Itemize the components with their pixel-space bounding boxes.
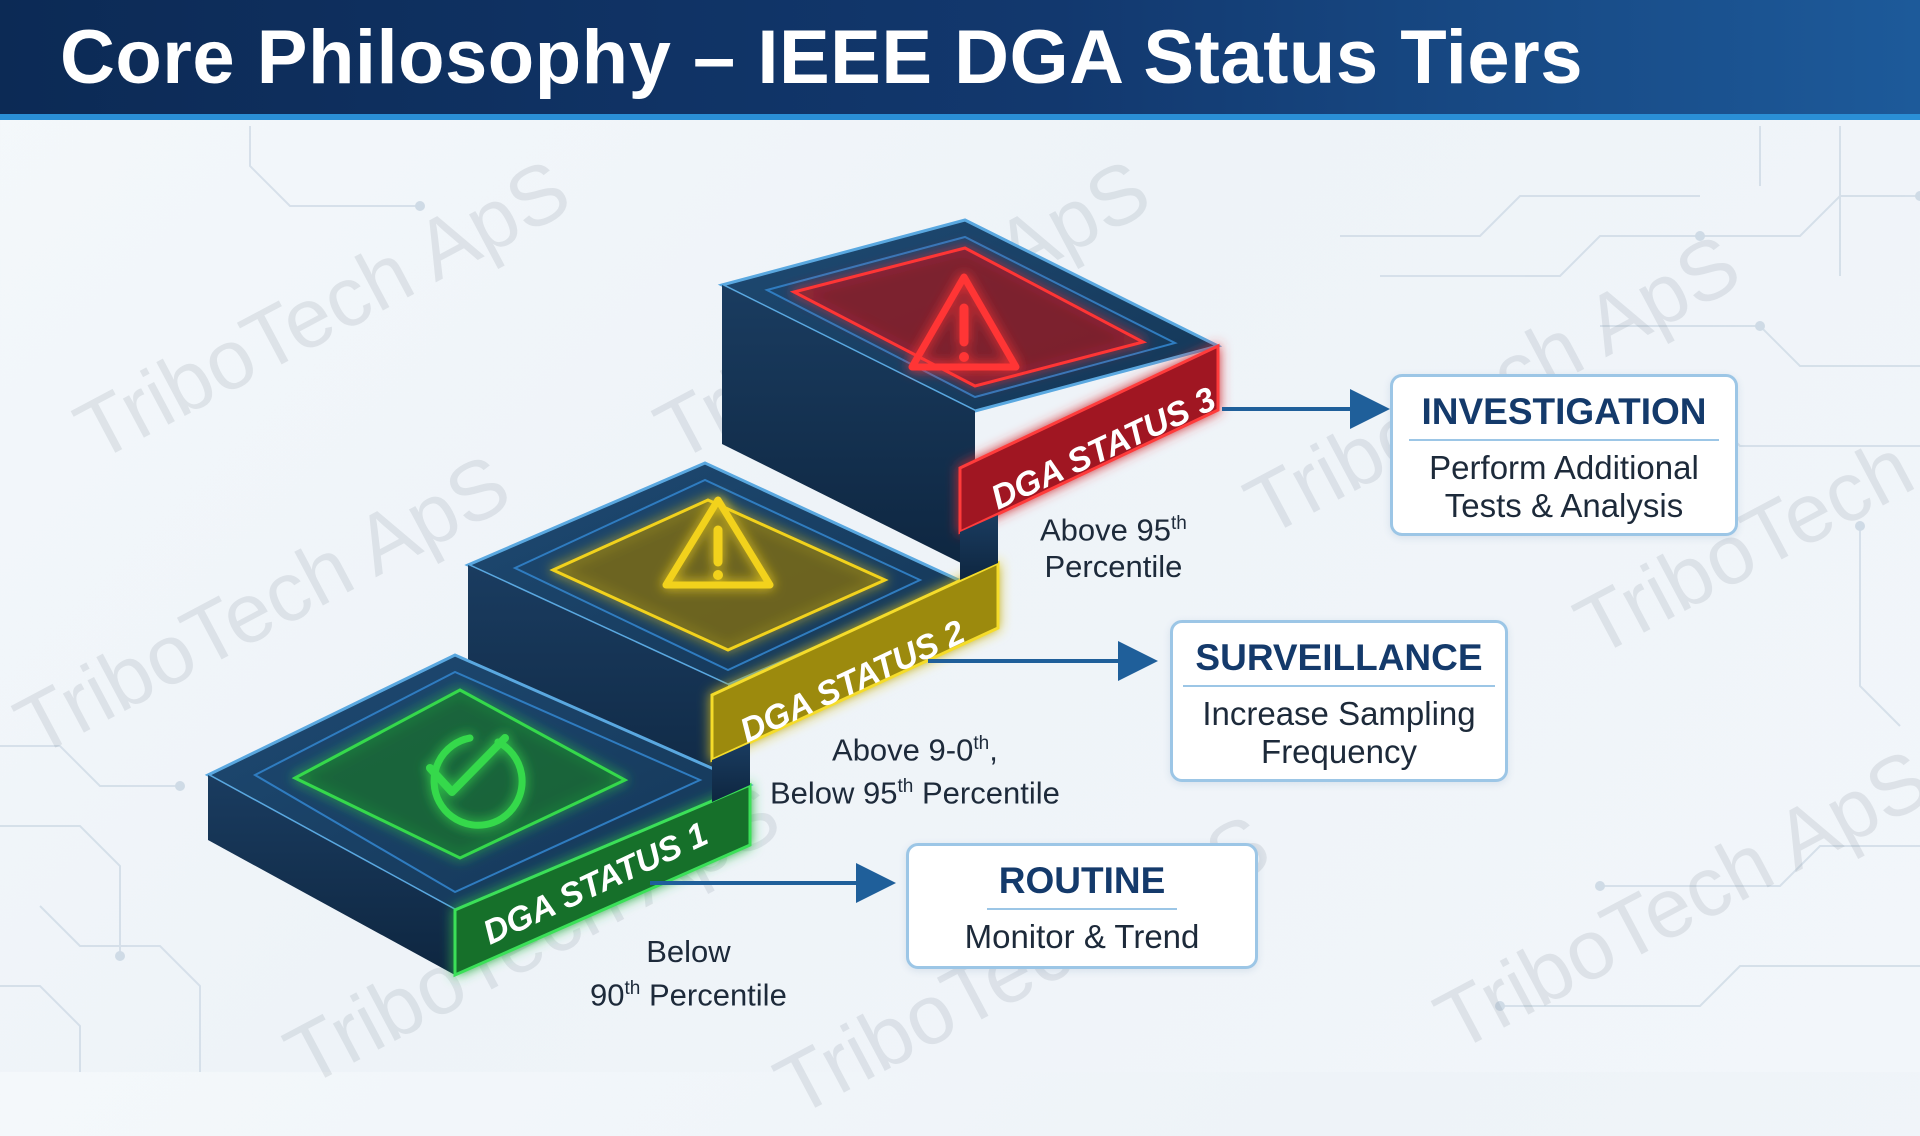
action-description: Perform Additional bbox=[1429, 449, 1699, 486]
threshold-status3: Above 95th Percentile bbox=[1040, 505, 1187, 585]
circuit-background bbox=[0, 126, 1920, 1072]
threshold-text: Percentile bbox=[1044, 549, 1183, 585]
threshold-text: Below bbox=[646, 934, 731, 969]
action-description: Frequency bbox=[1261, 733, 1417, 770]
action-description: Monitor & Trend bbox=[964, 918, 1200, 955]
threshold-sup: th bbox=[624, 978, 641, 999]
threshold-status2: Above 9‐0th, Below 95th Percentile bbox=[770, 725, 1060, 812]
page-title: Core Philosophy – IEEE DGA Status Tiers bbox=[60, 15, 1583, 100]
status-staircase: DGA STATUS 3 DGA STATUS 2 DGA STATUS 1 bbox=[204, 218, 1390, 978]
threshold-sup: th bbox=[973, 733, 990, 754]
step-1-block bbox=[204, 653, 754, 978]
threshold-sup: th bbox=[1171, 513, 1187, 534]
action-description: Tests & Analysis bbox=[1444, 487, 1684, 524]
threshold-status1: Below 90th Percentile bbox=[590, 933, 787, 1013]
action-card-routine: ROUTINE Monitor & Trend bbox=[906, 843, 1258, 969]
threshold-sup: th bbox=[897, 776, 914, 798]
warning-triangle-icon bbox=[908, 273, 1020, 371]
threshold-text: Above 9‐0 bbox=[832, 732, 974, 768]
threshold-text: Above 95 bbox=[1040, 512, 1171, 548]
action-card-investigation: INVESTIGATION Perform Additional Tests &… bbox=[1390, 374, 1738, 536]
warning-triangle-icon bbox=[662, 496, 774, 589]
action-title: SURVEILLANCE bbox=[1183, 637, 1495, 687]
checkmark-circle-icon bbox=[426, 734, 526, 829]
threshold-text: Below 95 bbox=[770, 775, 898, 811]
threshold-text: , bbox=[989, 732, 998, 768]
action-title: INVESTIGATION bbox=[1409, 391, 1719, 441]
title-bar: Core Philosophy – IEEE DGA Status Tiers bbox=[0, 0, 1920, 120]
action-card-surveillance: SURVEILLANCE Increase Sampling Frequency bbox=[1170, 620, 1508, 782]
threshold-text: 90 bbox=[590, 977, 625, 1013]
threshold-text: Percentile bbox=[640, 977, 787, 1013]
action-description: Increase Sampling bbox=[1202, 695, 1476, 732]
action-title: ROUTINE bbox=[986, 860, 1178, 910]
threshold-text: Percentile bbox=[913, 775, 1060, 811]
